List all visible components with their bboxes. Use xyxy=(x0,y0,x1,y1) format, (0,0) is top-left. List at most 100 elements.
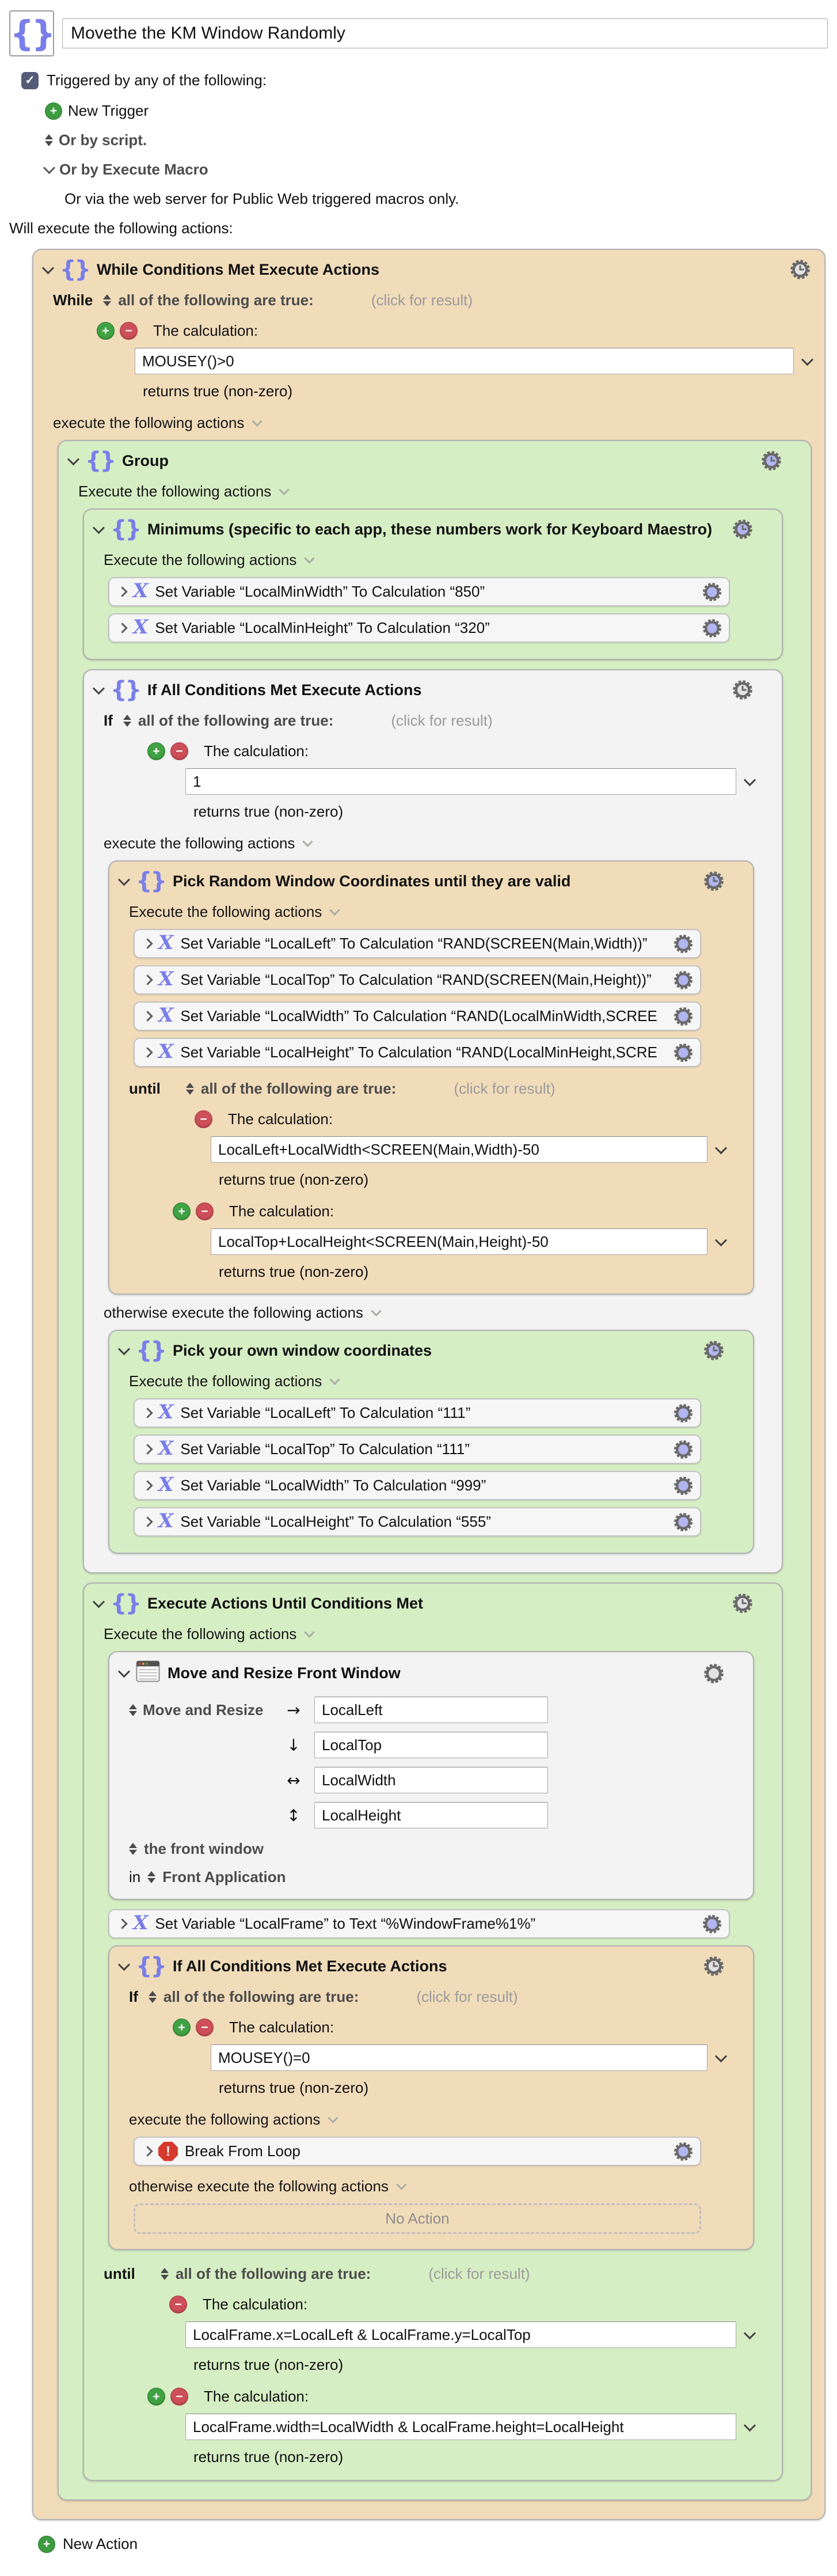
add-condition-icon[interactable]: + xyxy=(173,1202,191,1220)
remove-condition-icon[interactable]: − xyxy=(196,1202,214,1220)
chevron-down-icon[interactable] xyxy=(43,162,56,174)
new-action-label[interactable]: New Action xyxy=(63,2535,138,2552)
or-by-script-label[interactable]: Or by script. xyxy=(59,131,147,149)
execute-actions-row[interactable]: Execute the following actions xyxy=(129,903,725,921)
click-for-result[interactable]: (click for result) xyxy=(371,291,473,309)
remove-condition-icon[interactable]: − xyxy=(195,1110,212,1128)
gear-icon[interactable] xyxy=(672,969,694,991)
new-trigger-label[interactable]: New Trigger xyxy=(68,102,149,119)
move-width-input[interactable] xyxy=(314,1767,548,1793)
calculation-input[interactable] xyxy=(185,2414,736,2440)
remove-condition-icon[interactable]: − xyxy=(170,742,188,760)
execute-actions-row[interactable]: execute the following actions xyxy=(53,414,812,432)
disclosure-down-icon[interactable] xyxy=(117,1666,131,1678)
popup-icon[interactable] xyxy=(45,134,53,146)
action-row-set-localwidth-999[interactable]: X Set Variable “LocalWidth” To Calculati… xyxy=(134,1471,701,1500)
execute-actions-row[interactable]: Execute the following actions xyxy=(104,1625,754,1643)
gear-icon[interactable] xyxy=(701,581,723,603)
gear-icon[interactable] xyxy=(701,617,723,639)
calculation-input[interactable] xyxy=(211,1228,707,1255)
action-row-set-localleft-111[interactable]: X Set Variable “LocalLeft” To Calculatio… xyxy=(134,1398,701,1428)
remove-condition-icon[interactable]: − xyxy=(170,2388,188,2406)
all-true-label[interactable]: all of the following are true: xyxy=(138,712,334,729)
no-action-placeholder[interactable]: No Action xyxy=(134,2203,701,2234)
calculation-input[interactable] xyxy=(211,1136,707,1163)
popup-icon[interactable] xyxy=(148,1991,157,2003)
chevron-down-icon[interactable] xyxy=(743,773,756,786)
disclosure-down-icon[interactable] xyxy=(67,453,80,465)
disclosure-down-icon[interactable] xyxy=(117,1342,131,1355)
action-row-set-localminwidth[interactable]: X Set Variable “LocalMinWidth” To Calcul… xyxy=(108,577,730,606)
gear-icon[interactable] xyxy=(672,1511,694,1533)
chevron-down-icon[interactable] xyxy=(714,1141,728,1154)
triggered-checkbox[interactable]: ✓ xyxy=(21,71,39,89)
gear-icon[interactable] xyxy=(702,870,725,893)
gear-icon[interactable] xyxy=(731,518,754,541)
otherwise-row[interactable]: otherwise execute the following actions xyxy=(129,2177,725,2195)
action-row-break-from-loop[interactable]: ! Break From Loop xyxy=(134,2137,701,2166)
action-row-set-localminheight[interactable]: X Set Variable “LocalMinHeight” To Calcu… xyxy=(108,613,730,643)
gear-icon[interactable] xyxy=(731,678,754,701)
disclosure-right-icon[interactable] xyxy=(142,938,153,949)
calculation-input[interactable] xyxy=(185,768,736,795)
disclosure-right-icon[interactable] xyxy=(117,586,128,597)
popup-icon[interactable] xyxy=(103,294,112,306)
chevron-down-icon[interactable] xyxy=(743,2419,756,2431)
disclosure-right-icon[interactable] xyxy=(117,1918,128,1929)
chevron-down-icon[interactable] xyxy=(714,1234,728,1246)
gear-icon[interactable] xyxy=(702,1339,725,1362)
disclosure-right-icon[interactable] xyxy=(142,1516,153,1527)
all-true-label[interactable]: all of the following are true: xyxy=(175,2265,371,2282)
gear-icon[interactable] xyxy=(672,1402,694,1424)
gear-icon[interactable] xyxy=(672,1042,694,1064)
macro-icon[interactable]: {} xyxy=(9,10,55,56)
disclosure-right-icon[interactable] xyxy=(142,1047,153,1058)
all-true-label[interactable]: all of the following are true: xyxy=(118,291,314,309)
remove-condition-icon[interactable]: − xyxy=(169,2296,187,2313)
remove-condition-icon[interactable]: − xyxy=(120,322,138,340)
gear-icon[interactable] xyxy=(702,1955,725,1978)
disclosure-right-icon[interactable] xyxy=(142,2146,153,2157)
disclosure-right-icon[interactable] xyxy=(142,1444,153,1455)
chevron-down-icon[interactable] xyxy=(714,2050,728,2062)
action-row-set-localframe[interactable]: X Set Variable “LocalFrame” to Text “%Wi… xyxy=(108,1909,730,1938)
gear-icon[interactable] xyxy=(731,1592,754,1615)
all-true-label[interactable]: all of the following are true: xyxy=(200,1080,397,1097)
gear-icon[interactable] xyxy=(672,933,694,955)
app-target-popup[interactable]: in Front Application xyxy=(129,1868,725,1886)
calculation-input[interactable] xyxy=(211,2044,707,2071)
click-for-result[interactable]: (click for result) xyxy=(416,1988,518,2005)
gear-icon[interactable] xyxy=(672,1439,694,1460)
disclosure-down-icon[interactable] xyxy=(41,261,55,274)
or-by-execute-label[interactable]: Or by Execute Macro xyxy=(59,161,208,178)
action-row-set-localwidth-rand[interactable]: X Set Variable “LocalWidth” To Calculati… xyxy=(134,1001,701,1031)
remove-condition-icon[interactable]: − xyxy=(196,2019,214,2036)
all-true-label[interactable]: all of the following are true: xyxy=(163,1988,359,2005)
add-condition-icon[interactable]: + xyxy=(147,2388,165,2406)
gear-icon[interactable] xyxy=(701,1913,723,1935)
action-row-set-localtop-rand[interactable]: X Set Variable “LocalTop” To Calculation… xyxy=(134,965,701,995)
chevron-down-icon[interactable] xyxy=(801,353,814,366)
gear-icon[interactable] xyxy=(672,2141,694,2163)
window-target-popup[interactable]: the front window xyxy=(129,1840,725,1858)
disclosure-down-icon[interactable] xyxy=(92,1595,105,1608)
add-condition-icon[interactable]: + xyxy=(147,742,165,760)
disclosure-down-icon[interactable] xyxy=(117,873,131,886)
gear-icon[interactable] xyxy=(672,1475,694,1497)
macro-name-input[interactable] xyxy=(62,18,828,48)
popup-icon[interactable] xyxy=(160,2268,169,2280)
click-for-result[interactable]: (click for result) xyxy=(391,712,493,729)
action-row-set-localheight-rand[interactable]: X Set Variable “LocalHeight” To Calculat… xyxy=(134,1038,701,1067)
move-mode-popup[interactable]: Move and Resize xyxy=(129,1701,273,1719)
gear-icon[interactable] xyxy=(760,449,783,472)
execute-actions-row[interactable]: execute the following actions xyxy=(129,2111,725,2129)
gear-icon[interactable] xyxy=(789,258,812,281)
popup-icon[interactable] xyxy=(123,715,131,727)
click-for-result[interactable]: (click for result) xyxy=(454,1080,556,1097)
move-height-input[interactable] xyxy=(314,1802,548,1828)
gear-icon[interactable] xyxy=(702,1662,725,1685)
move-left-input[interactable] xyxy=(314,1697,548,1723)
add-condition-icon[interactable]: + xyxy=(173,2019,191,2036)
execute-actions-row[interactable]: Execute the following actions xyxy=(78,483,783,500)
add-condition-icon[interactable]: + xyxy=(97,322,115,340)
